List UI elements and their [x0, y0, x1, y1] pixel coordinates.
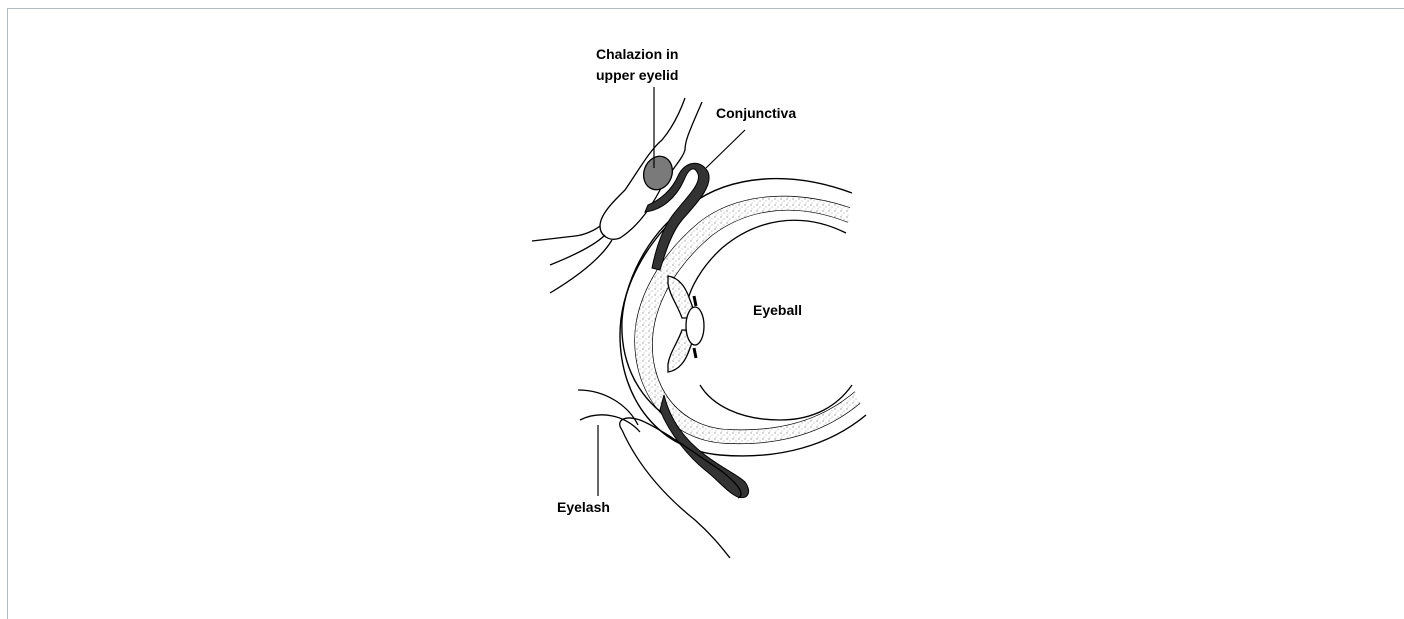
retina-line: [688, 220, 852, 420]
eyelashes: [578, 390, 640, 432]
conjunctiva-label: Conjunctiva: [716, 105, 796, 121]
iris-and-lens: [668, 276, 704, 372]
eyeball-label: Eyeball: [753, 302, 802, 318]
eyelash-label: Eyelash: [557, 499, 610, 515]
chalazion-label-line2: upper eyelid: [596, 67, 678, 83]
chalazion-label-line1: Chalazion in: [596, 46, 678, 62]
